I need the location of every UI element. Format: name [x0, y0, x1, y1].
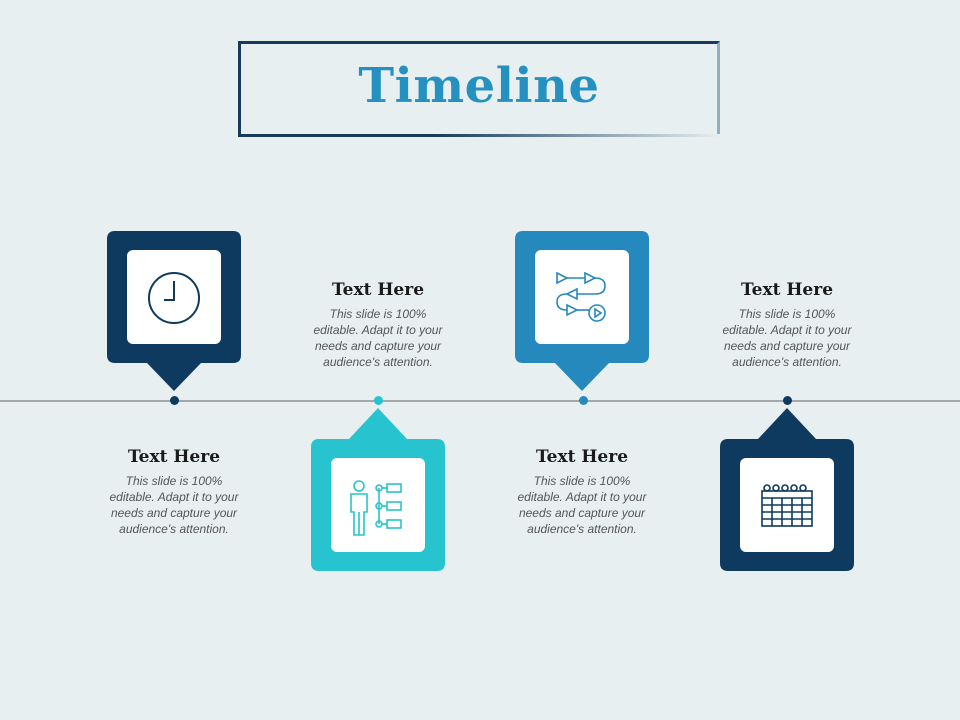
title-frame: Timeline — [238, 41, 720, 137]
timeline-heading-2: Text Here — [331, 280, 425, 300]
timeline-heading-3: Text Here — [535, 447, 629, 467]
timeline-text-3: Text Here This slide is 100% editable. A… — [502, 447, 662, 537]
timeline-body-2: This slide is 100% editable. Adapt it to… — [313, 307, 443, 369]
marker-2 — [311, 408, 445, 571]
timeline-body-1: This slide is 100% editable. Adapt it to… — [109, 474, 239, 536]
calendar-icon — [761, 484, 813, 527]
timeline-text-1: Text Here This slide is 100% editable. A… — [94, 447, 254, 537]
timeline-axis — [0, 400, 960, 402]
timeline-heading-1: Text Here — [127, 447, 221, 467]
timeline-text-4: Text Here This slide is 100% editable. A… — [707, 280, 867, 370]
timeline-dot-3 — [578, 396, 588, 405]
timeline-body-4: This slide is 100% editable. Adapt it to… — [722, 307, 852, 369]
workflow-arrows-icon — [556, 271, 606, 322]
org-chart-person-icon — [350, 480, 402, 536]
slide-title: Timeline — [358, 58, 600, 114]
timeline-dot-1 — [169, 396, 179, 405]
timeline-dot-2 — [373, 396, 383, 405]
timeline-body-3: This slide is 100% editable. Adapt it to… — [517, 474, 647, 536]
timeline-text-2: Text Here This slide is 100% editable. A… — [298, 280, 458, 370]
marker-3 — [515, 231, 649, 391]
timeline-heading-4: Text Here — [740, 280, 834, 300]
marker-1 — [107, 231, 241, 391]
marker-4 — [720, 408, 854, 571]
clock-icon — [148, 272, 200, 324]
timeline-dot-4 — [782, 396, 792, 405]
